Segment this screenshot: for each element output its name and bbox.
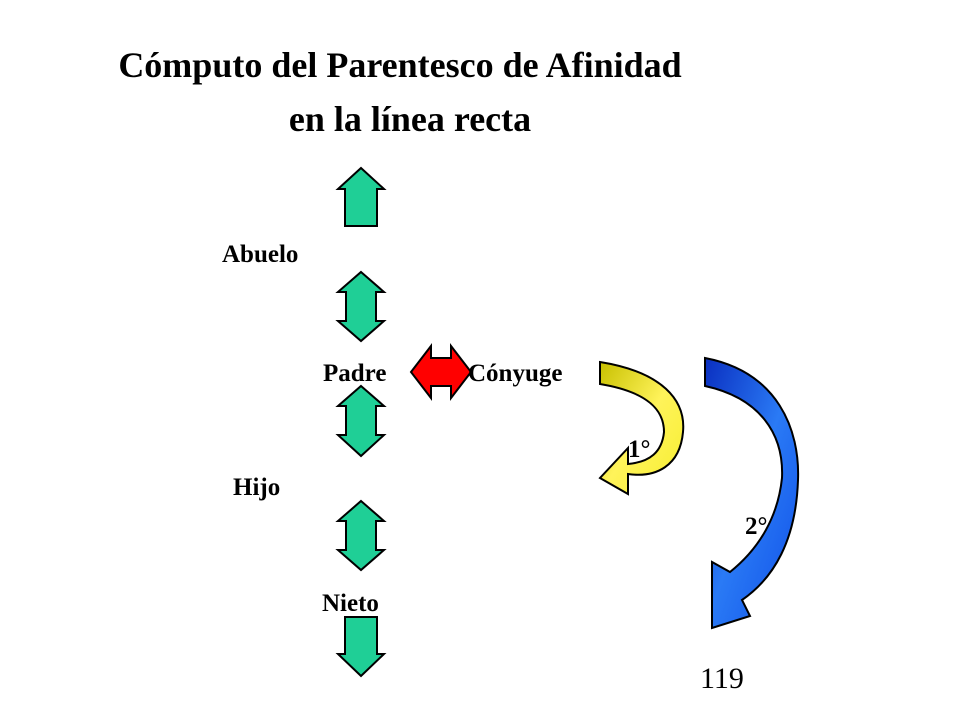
label-degree-1: 1° [628, 436, 651, 463]
label-nieto: Nieto [322, 590, 379, 617]
title-line-2: en la línea recta [288, 99, 532, 139]
title-line-1: Cómputo del Parentesco de Afinidad [118, 45, 682, 85]
diagram-title: Cómputo del Parentesco de Afinidad en la… [0, 38, 800, 146]
lineage-down-arrow [335, 616, 387, 678]
label-padre: Padre [323, 360, 387, 387]
label-hijo: Hijo [233, 474, 281, 501]
lineage-double-arrow-abuelo-padre [335, 270, 387, 343]
degree-1-curved-arrow [598, 360, 685, 496]
lineage-up-arrow [335, 166, 387, 227]
label-abuelo: Abuelo [222, 241, 299, 268]
spouse-double-arrow [409, 343, 473, 401]
label-degree-2: 2° [745, 513, 768, 540]
lineage-double-arrow-hijo-nieto [335, 499, 387, 572]
label-conyuge: Cónyuge [468, 360, 563, 387]
degree-2-curved-arrow [704, 356, 800, 630]
lineage-double-arrow-padre-hijo [335, 384, 387, 458]
page-number: 119 [700, 662, 744, 695]
